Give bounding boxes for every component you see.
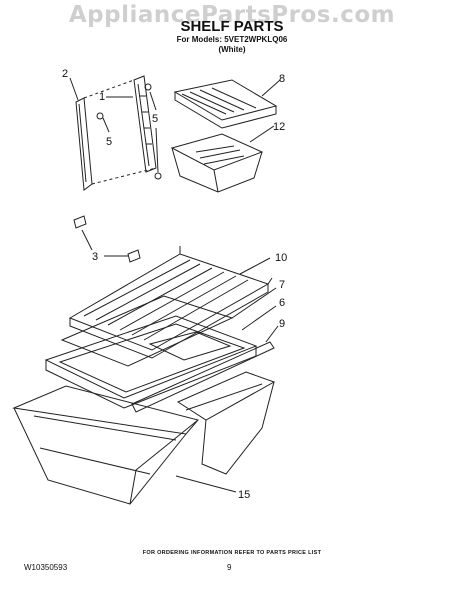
callout-7: 7 <box>279 279 285 291</box>
leader-5b <box>149 91 159 173</box>
leader-6 <box>241 305 277 331</box>
callout-12: 12 <box>273 121 285 133</box>
page-number: 9 <box>227 563 232 572</box>
leader-8 <box>261 79 281 97</box>
crisper-drawer <box>170 133 264 193</box>
page-title: SHELF PARTS <box>180 18 284 35</box>
screw-lower <box>154 172 162 180</box>
crisper-cover <box>173 79 278 129</box>
front-trim <box>131 341 275 413</box>
rail-guide-lines <box>83 79 157 185</box>
leader-3 <box>81 229 128 257</box>
models-line: For Models: 5VET2WPKLQ06 <box>176 35 288 44</box>
leader-2 <box>69 77 79 101</box>
callout-1: 1 <box>99 91 105 103</box>
shelf-frame-10 <box>68 246 273 359</box>
callout-5-right: 5 <box>152 113 158 125</box>
color-line: (White) <box>218 45 246 54</box>
shelf-rail-left <box>75 97 93 191</box>
leader-15 <box>175 475 237 493</box>
callout-3: 3 <box>92 251 98 263</box>
leader-9 <box>265 325 279 343</box>
callout-9: 9 <box>279 318 285 330</box>
crisper-frame <box>44 315 258 409</box>
callout-15: 15 <box>238 489 250 501</box>
document-number: W10350593 <box>24 563 68 572</box>
crisper-drawer-left <box>12 385 199 505</box>
clip-upper <box>73 215 87 229</box>
watermark-text: AppliancePartsPros.com <box>68 2 396 28</box>
clip-lower <box>127 249 141 263</box>
leader-12 <box>249 125 275 143</box>
glass-panel <box>60 295 234 367</box>
screw-upper <box>96 83 152 120</box>
leader-10 <box>239 257 271 275</box>
leader-5a <box>102 117 110 133</box>
callout-2: 2 <box>62 68 68 80</box>
leader-7 <box>231 287 277 319</box>
callout-5-left: 5 <box>106 136 112 148</box>
callout-8: 8 <box>279 73 285 85</box>
shelf-rail-right <box>133 75 157 173</box>
callout-6: 6 <box>279 297 285 309</box>
crisper-drawer-right <box>176 371 276 475</box>
callout-10: 10 <box>275 252 287 264</box>
ordering-note: FOR ORDERING INFORMATION REFER TO PARTS … <box>142 550 322 556</box>
